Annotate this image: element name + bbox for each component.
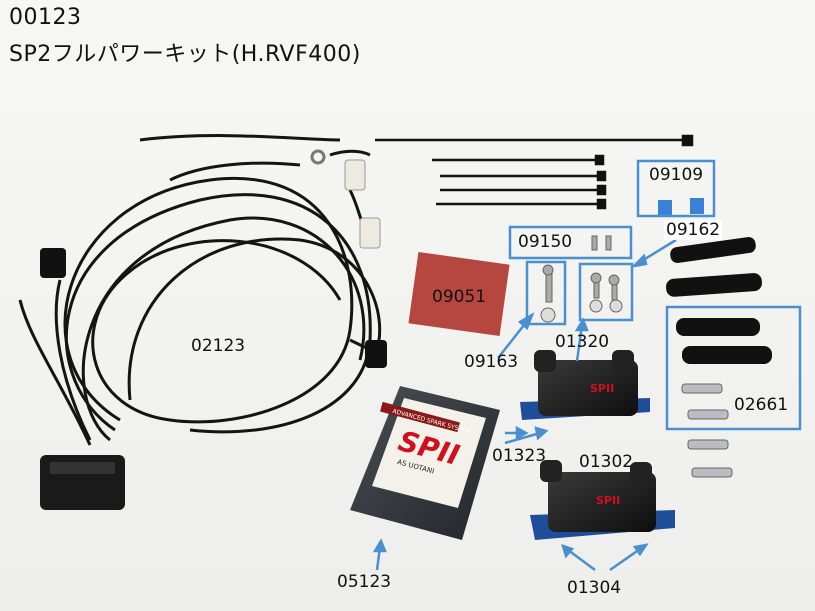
- ignition-unit: [350, 386, 500, 540]
- anti-slip-pad: [408, 251, 510, 337]
- label-ignition-unit: 05123: [337, 572, 392, 592]
- black-connector-1: [40, 248, 66, 278]
- label-washer-bolts: 09163: [464, 352, 519, 372]
- label-wire-harness: 02123: [191, 336, 246, 356]
- kit-name: SP2フルパワーキット(H.RVF400): [9, 42, 361, 67]
- label-fuses: 09109: [649, 165, 704, 185]
- label-pad: 09051: [432, 287, 487, 307]
- svg-text:SPII: SPII: [590, 382, 614, 395]
- box-bolts-pair: [578, 262, 634, 322]
- ignition-coil-b: SPII: [530, 460, 675, 540]
- label-plug-caps: 09162: [664, 220, 723, 240]
- label-bolts-pair: 09150: [518, 232, 573, 252]
- callout-boxes: [508, 159, 802, 431]
- box-fuses: [636, 159, 716, 218]
- bolts: [540, 235, 623, 323]
- part-number: 00123: [9, 5, 82, 30]
- svg-text:SPII: SPII: [596, 494, 620, 507]
- box-bolt-single: [525, 260, 567, 326]
- fuse-2: [690, 198, 704, 214]
- box-02661: [665, 305, 802, 431]
- label-coil-a: 01320: [555, 332, 610, 352]
- white-connector-2: [359, 217, 381, 249]
- label-coil-b-brackets: 01304: [567, 578, 622, 598]
- ring-terminal: [310, 149, 326, 165]
- box-09150: [508, 225, 633, 260]
- cable-ties: [375, 134, 694, 210]
- plug-caps: [666, 236, 772, 364]
- terminals: [681, 383, 733, 478]
- wire-harness: [18, 134, 382, 446]
- white-connector-1: [344, 159, 366, 191]
- black-connector-2: [365, 340, 387, 368]
- label-terminals: 02661: [734, 395, 789, 415]
- ignition-coil-a: SPII: [520, 350, 650, 420]
- callout-arrows: [372, 238, 677, 572]
- fuse-1: [658, 200, 672, 216]
- label-coil-b: 01302: [579, 452, 634, 472]
- label-coil-a-brackets: 01323: [492, 446, 547, 466]
